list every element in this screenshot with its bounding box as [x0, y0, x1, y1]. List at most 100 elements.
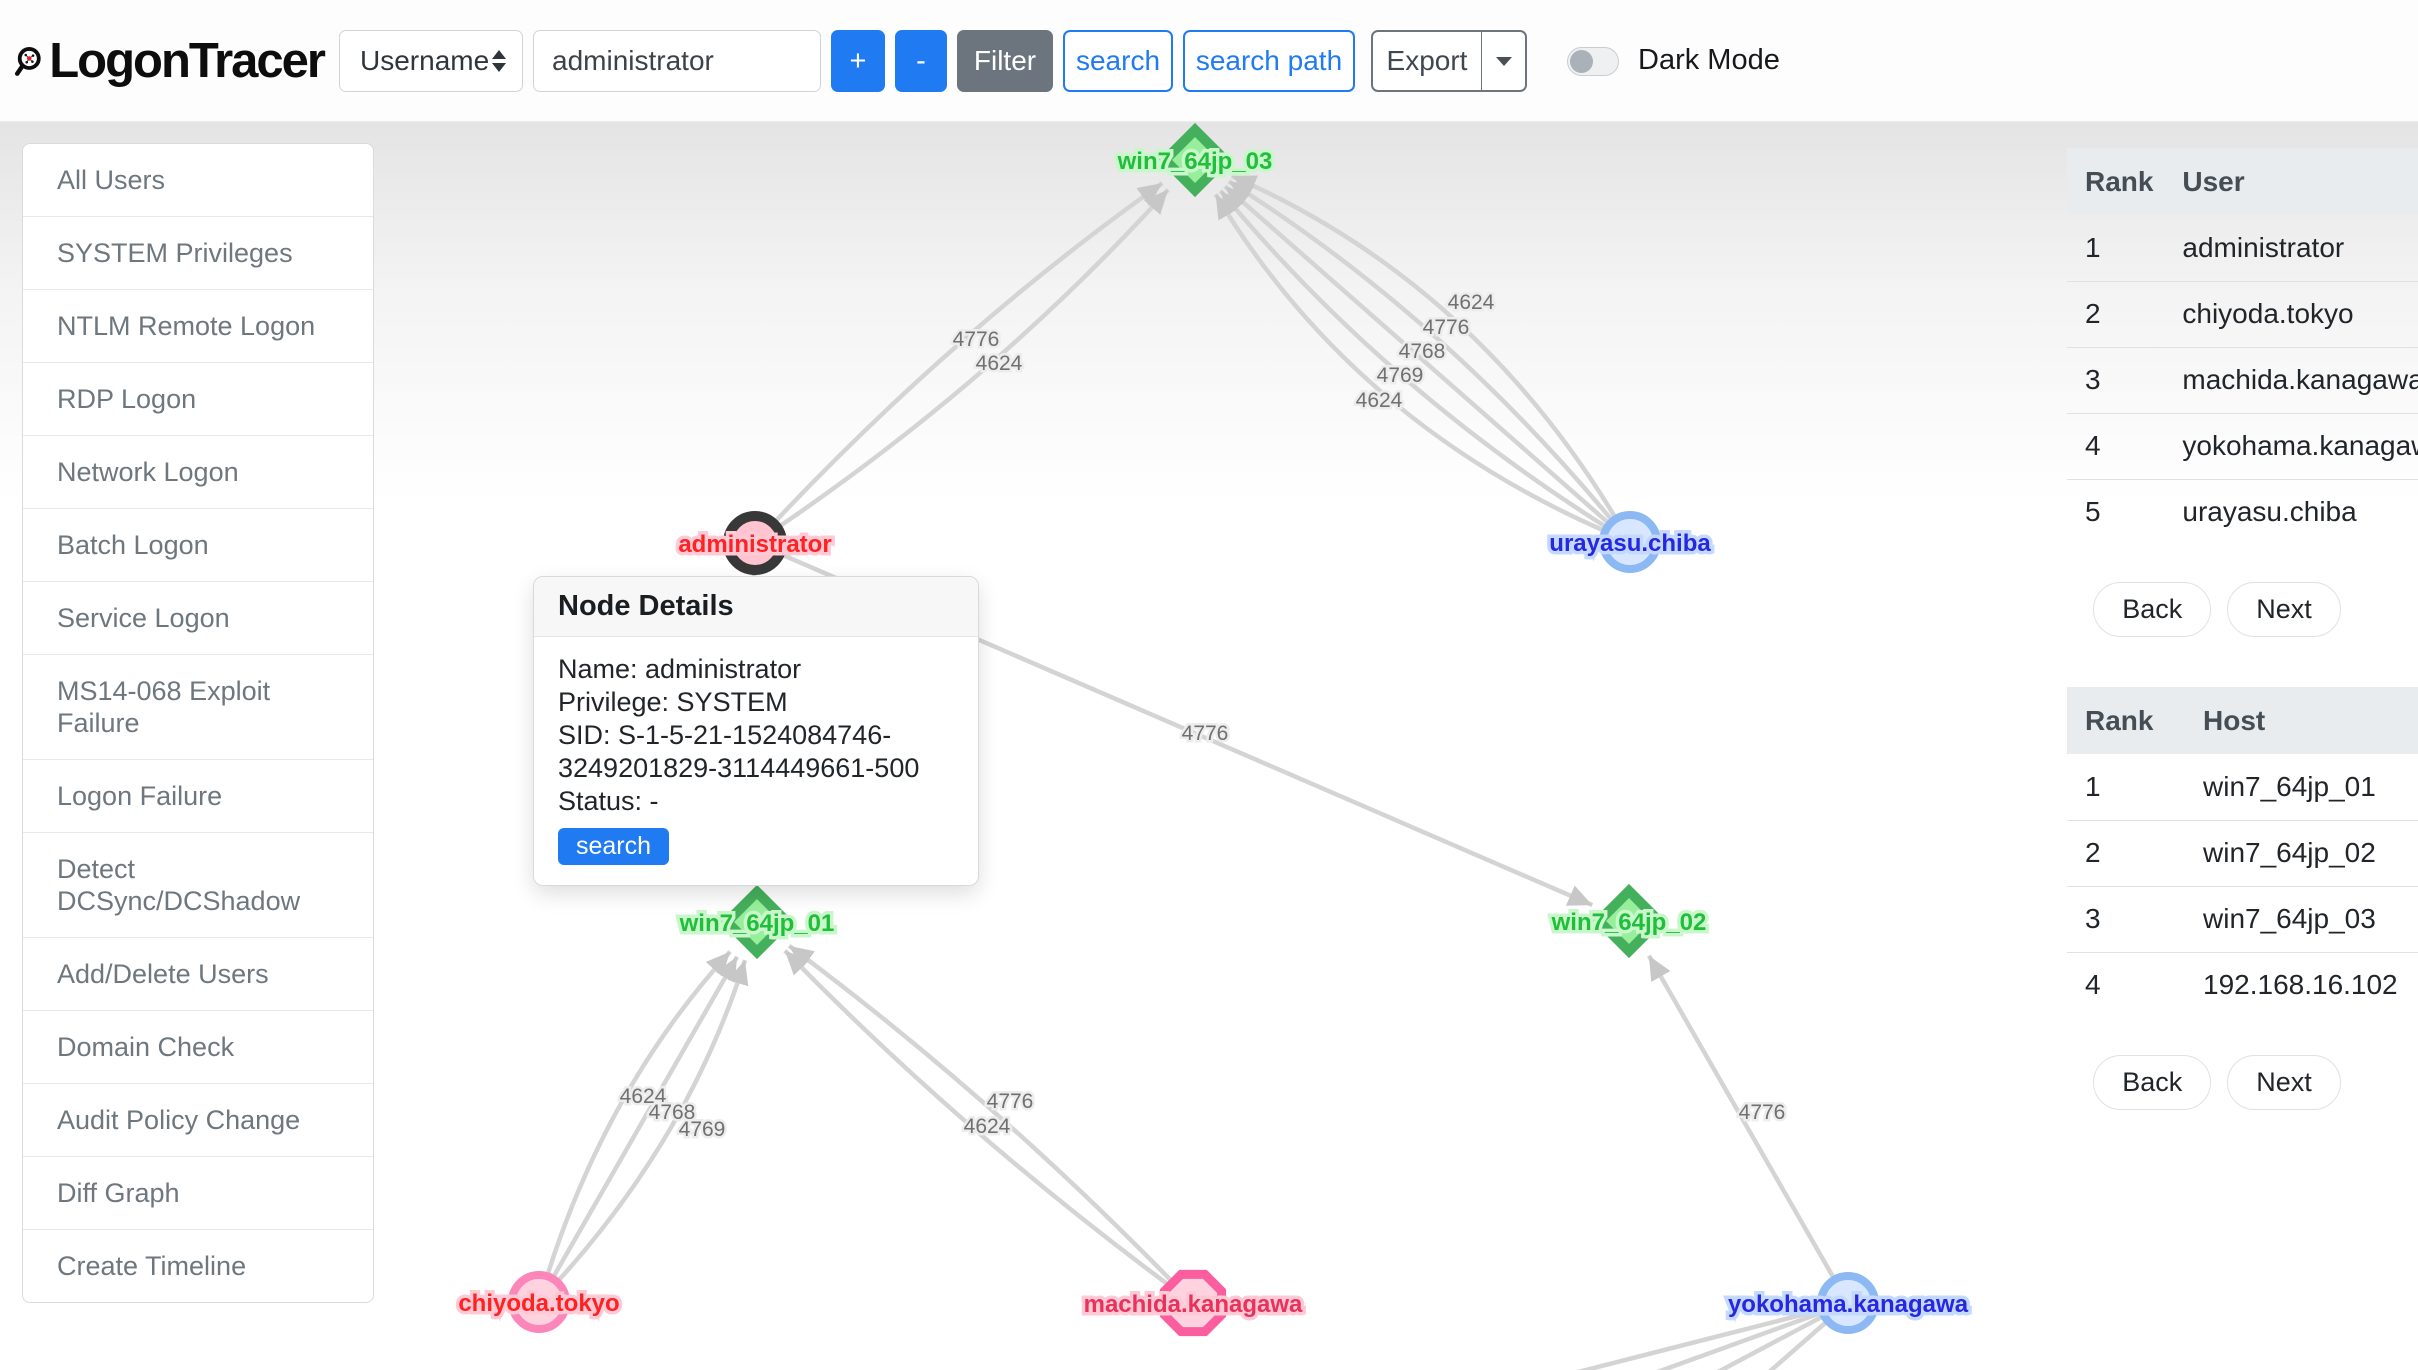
edge-label: 4776 [987, 1090, 1034, 1113]
sidebar-item-all-users[interactable]: All Users [57, 165, 166, 195]
sidebar-item-detect-dcsync-dcshadow[interactable]: Detect DCSync/DCShadow [23, 832, 373, 937]
sidebar-item-rdp-logon[interactable]: RDP Logon [23, 362, 373, 435]
edge-label: 4624 [1448, 291, 1495, 314]
graph-edge [554, 959, 749, 1285]
sidebar-item-system-privileges[interactable]: SYSTEM Privileges [23, 216, 373, 289]
graph-node-administrator[interactable] [723, 511, 787, 575]
graph-edge [1227, 179, 1616, 524]
dark-mode-toggle[interactable] [1567, 47, 1619, 76]
node-details-field: Name: administrator [558, 654, 802, 684]
sidebar-item-service-logon[interactable]: Service Logon [23, 581, 373, 654]
app-logo: LogonTracer [14, 11, 326, 111]
sidebar-item-logon-failure[interactable]: Logon Failure [23, 759, 373, 832]
sidebar-item-batch-logon[interactable]: Batch Logon [23, 508, 373, 581]
graph-node-win7_64jp_01[interactable] [719, 884, 795, 960]
graph-node-yokohama.kanagawa[interactable] [1817, 1272, 1879, 1334]
user-cell[interactable]: administrator [2164, 215, 2418, 282]
edge-label: 4776 [1182, 722, 1229, 745]
table-header-cell: User [2164, 148, 2418, 215]
user-cell[interactable]: urayasu.chiba [2182, 496, 2357, 528]
graph-node-urayasu.chiba[interactable] [1599, 511, 1661, 573]
graph-node-label: win7_64jp_02 [1551, 909, 1707, 936]
export-button[interactable]: Export [1371, 30, 1483, 92]
graph-edge [1716, 1313, 1827, 1370]
host-cell[interactable]: 192.168.16.102 [2203, 969, 2398, 1001]
node-details-field: Status: - [558, 786, 659, 816]
sidebar-item-add-delete-users[interactable]: Add/Delete Users [23, 937, 373, 1010]
search-type-select[interactable]: Username [339, 30, 523, 92]
node-details-title: Node Details [534, 577, 978, 637]
zoom-out-button[interactable]: - [895, 30, 947, 92]
graph-edge [775, 188, 1170, 531]
sidebar-item-diff-graph[interactable]: Diff Graph [23, 1156, 373, 1229]
export-caret-button[interactable] [1481, 30, 1527, 92]
logontracer-logo-icon [14, 46, 41, 76]
graph-node-win7_64jp_02[interactable] [1591, 883, 1667, 959]
edge-label: 4769 [1377, 364, 1424, 387]
user-cell[interactable]: chiyoda.tokyo [2164, 281, 2418, 348]
sidebar-item-create-timeline[interactable]: Create Timeline [23, 1229, 373, 1302]
rank-cell: 2 [2067, 820, 2185, 887]
zoom-in-button[interactable]: + [831, 30, 885, 92]
navbar: LogonTracer Username + - Filter search s… [0, 0, 2418, 122]
user-cell[interactable]: machida.kanagawa [2164, 347, 2418, 414]
edge-label: 4768 [649, 1101, 696, 1124]
graph-edge [787, 944, 1174, 1284]
back-button[interactable]: Back [2093, 582, 2212, 637]
sidebar-item-domain-check[interactable]: Domain Check [23, 1010, 373, 1083]
host-cell[interactable]: win7_64jp_03 [2185, 886, 2418, 953]
graph-node-win7_64jp_03[interactable] [1157, 122, 1233, 198]
user-cell[interactable]: yokohama.kanagawa [2164, 413, 2418, 480]
edge-label: 4776 [1739, 1101, 1786, 1124]
graph-edge [1218, 189, 1610, 531]
sidebar-item-network-logon[interactable]: Network Logon [23, 435, 373, 508]
search-query-input[interactable] [533, 30, 821, 92]
rank-cell: 4 [2067, 413, 2165, 480]
host-cell[interactable]: win7_64jp_01 [2185, 754, 2418, 821]
graph-node-label: chiyoda.tokyo [458, 1290, 619, 1317]
back-button[interactable]: Back [2093, 1055, 2212, 1110]
filter-button[interactable]: Filter [957, 30, 1053, 92]
node-details-search-button[interactable]: search [558, 828, 670, 865]
search-button[interactable]: search [1063, 30, 1173, 92]
graph-node-machida.kanagawa[interactable] [1159, 1269, 1227, 1337]
rank-cell: 2 [2067, 281, 2165, 348]
graph-edge [1646, 954, 1838, 1282]
edge-label: 4624 [1356, 389, 1403, 412]
node-details-field: SID: S-1-5-21-1524084746-3249201829-3114… [558, 720, 920, 783]
graph-node-chiyoda.tokyo[interactable] [508, 1271, 570, 1333]
graph-edge [1576, 1307, 1824, 1370]
edge-label: 4768 [1399, 340, 1446, 363]
caret-down-icon [1495, 56, 1512, 66]
search-path-button[interactable]: search path [1183, 30, 1355, 92]
sidebar-item-ntlm-remote-logon[interactable]: NTLM Remote Logon [23, 289, 373, 362]
graph-canvas-background [0, 122, 2418, 1370]
graph-edge [1213, 193, 1608, 534]
graph-node-label: machida.kanagawa [1084, 1291, 1303, 1318]
graph-edge [1768, 1318, 1830, 1370]
next-button[interactable]: Next [2227, 1055, 2341, 1110]
host-cell[interactable]: win7_64jp_02 [2185, 820, 2418, 887]
host-pager: Back Next [2067, 1055, 2367, 1110]
graph-edge [1656, 1309, 1825, 1370]
sidebar-item-ms14-068-exploit-failure[interactable]: MS14-068 Exploit Failure [23, 654, 373, 759]
next-button[interactable]: Next [2227, 582, 2341, 637]
sidebar-item-audit-policy-change[interactable]: Audit Policy Change [23, 1083, 373, 1156]
rank-cell: 3 [2067, 347, 2165, 414]
edge-label: 4776 [953, 328, 1000, 351]
